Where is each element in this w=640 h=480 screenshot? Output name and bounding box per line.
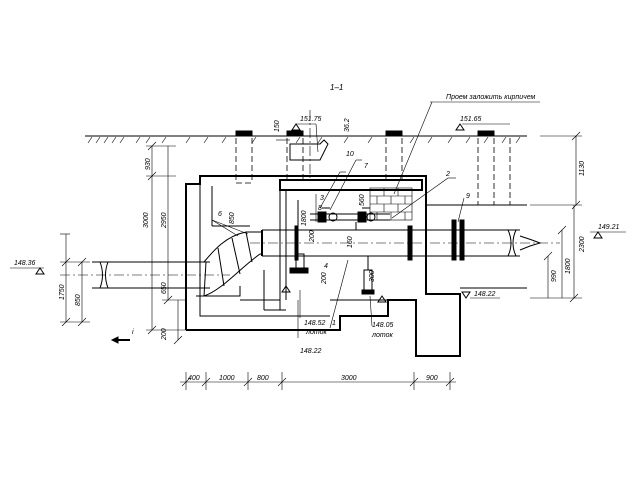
ground-line bbox=[85, 130, 527, 144]
dim-2950: 2950 bbox=[161, 212, 168, 229]
dim-1800: 1800 bbox=[565, 258, 572, 274]
elev-right-pipe: 149.21 bbox=[598, 224, 620, 231]
elev-tray-left: 148.52 bbox=[304, 320, 326, 327]
section-marker bbox=[110, 336, 130, 344]
dim-650: 650 bbox=[161, 282, 168, 294]
dim-200c: 200 bbox=[309, 230, 316, 243]
section-title: 1–1 bbox=[330, 83, 343, 92]
valves bbox=[289, 200, 390, 295]
dim-300: 300 bbox=[369, 270, 376, 282]
dim-1130: 1130 bbox=[579, 161, 586, 176]
dim-850b: 850 bbox=[229, 212, 236, 224]
dim-160: 160 bbox=[347, 236, 354, 248]
dim-h800: 800 bbox=[257, 375, 269, 382]
callout-10: 10 bbox=[346, 151, 354, 158]
callout-8: 8 bbox=[318, 205, 322, 212]
dim-990: 990 bbox=[551, 270, 558, 282]
dim-2300: 2300 bbox=[579, 236, 586, 253]
manhole-neck bbox=[289, 110, 329, 178]
elev-ground: 151.65 bbox=[460, 116, 482, 123]
dim-200: 200 bbox=[161, 328, 168, 341]
pipeline bbox=[60, 219, 560, 297]
dim-h1000: 1000 bbox=[219, 375, 235, 382]
dim-1800a: 1800 bbox=[301, 210, 308, 226]
callout-9: 9 bbox=[466, 193, 470, 200]
elev-bottom-right: 148.22 bbox=[474, 291, 496, 298]
tray-right-label: лоток bbox=[371, 332, 393, 339]
dim-h900: 900 bbox=[426, 375, 438, 382]
dimension-labels: 150 36.2 930 3000 2950 1750 850 650 200 … bbox=[59, 118, 586, 382]
dim-3000v: 3000 bbox=[143, 212, 150, 228]
dim-150: 150 bbox=[274, 120, 281, 132]
dim-930: 930 bbox=[145, 158, 152, 170]
elev-tray-right: 148.05 bbox=[372, 322, 394, 329]
dim-200b: 200 bbox=[321, 272, 328, 285]
dim-1750: 1750 bbox=[59, 284, 66, 300]
callout-4: 4 bbox=[324, 263, 328, 270]
dim-362: 36.2 bbox=[344, 118, 351, 132]
chamber-walls bbox=[185, 175, 527, 357]
left-dimensions bbox=[60, 141, 186, 345]
brick-note: Проем заложить кирпичем bbox=[446, 94, 536, 101]
callout-2: 2 bbox=[445, 171, 450, 178]
section-marker-label: i bbox=[132, 329, 134, 336]
tray-left-label: лоток bbox=[305, 329, 327, 336]
elev-left-pipe: 148.36 bbox=[14, 260, 36, 267]
callout-7: 7 bbox=[364, 163, 369, 170]
brick-infill bbox=[369, 187, 413, 221]
bottom-dimensions bbox=[180, 372, 456, 390]
callout-1: 1 bbox=[332, 320, 336, 327]
dim-850: 850 bbox=[75, 294, 82, 306]
dim-h3000: 3000 bbox=[341, 375, 357, 382]
right-dimensions bbox=[530, 131, 582, 303]
dim-h400: 400 bbox=[188, 375, 200, 382]
callout-6: 6 bbox=[218, 211, 222, 218]
leaders bbox=[10, 101, 626, 338]
dim-560: 560 bbox=[359, 194, 366, 206]
elev-bottom-left: 148.22 bbox=[300, 348, 322, 355]
elevation-markers bbox=[35, 123, 603, 303]
callout-3: 3 bbox=[320, 195, 324, 202]
elev-manhole-top: 151.75 bbox=[300, 116, 322, 123]
